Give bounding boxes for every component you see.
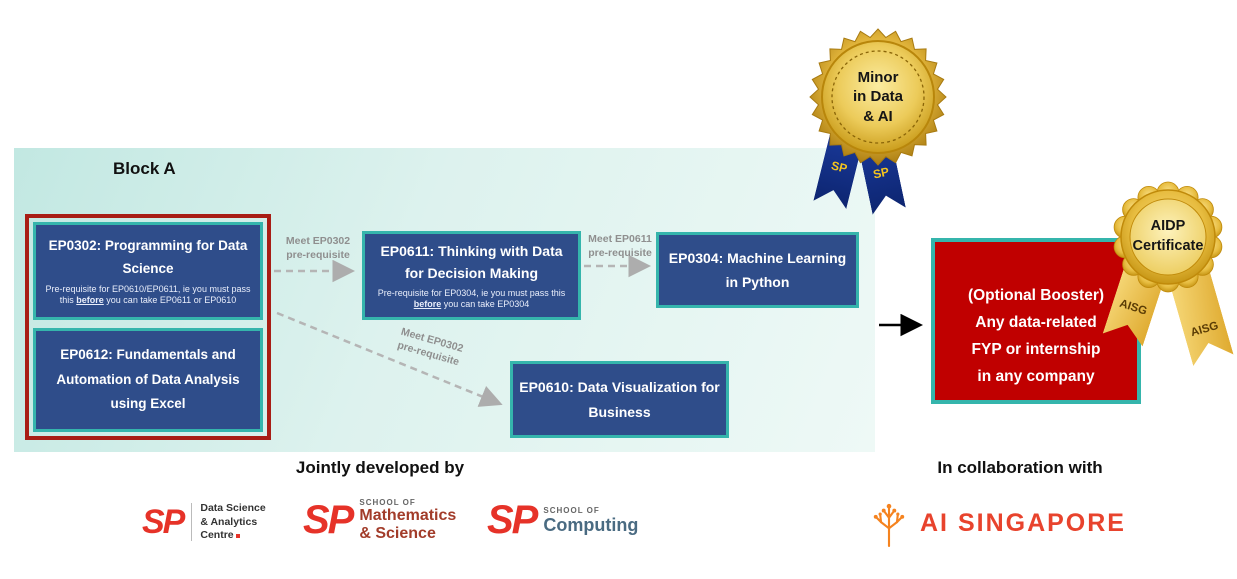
logo-divider — [191, 503, 193, 542]
collaboration-label: In collaboration with — [937, 458, 1103, 477]
sp-logo-mark: SP — [487, 498, 538, 542]
jointly-developed-label: Jointly developed by — [295, 458, 465, 477]
course-code: EP0304: — [668, 249, 724, 266]
school-of-label: SCHOOL OF — [543, 505, 600, 515]
arrow-label-ep0611-prereq: Meet EP0611 pre-requisite — [588, 233, 652, 259]
minor-medal-icon — [809, 28, 947, 166]
course-code: EP0302: — [48, 237, 102, 253]
sp-logo-mark: SP — [303, 498, 354, 543]
aidp-inner — [1129, 198, 1207, 276]
core-modules-group — [25, 214, 271, 440]
sp-logo-mark: SP — [142, 502, 185, 541]
course-box-ep0610: EP0610: Data Visualization for Business — [510, 361, 729, 438]
course-title: EP0611: Thinking with Data for Decision … — [380, 242, 563, 282]
course-title: EP0302: Programming for Data Science — [48, 237, 248, 276]
sp-computing-logo: SP SCHOOL OF Computing — [487, 498, 639, 542]
course-code: EP0611: — [380, 242, 435, 259]
arrow-label-ep0302-prereq: Meet EP0302 pre-requisite — [285, 235, 351, 261]
sp-maths-logo: SP SCHOOL OF Mathematics & Science — [303, 498, 457, 543]
course-box-ep0611: EP0611: Thinking with Data for Decision … — [362, 231, 581, 320]
course-code: EP0610: — [519, 379, 574, 395]
medal-inner-ring — [831, 50, 925, 144]
aisg-tree-icon — [873, 503, 905, 548]
sp-dsac-text: Data Science & Analytics Centre — [200, 502, 266, 542]
centre-dot — [235, 534, 240, 539]
aisg-wordmark: AI SINGAPORE — [920, 508, 1126, 537]
course-box-ep0304: EP0304: Machine Learning in Python — [656, 232, 859, 308]
medal-face — [821, 40, 935, 154]
course-note: Pre-requisite for EP0610/EP0611, ie you … — [45, 283, 251, 306]
minor-medal-label: Minor in Data & AI — [852, 68, 903, 125]
ai-singapore-logo: AI SINGAPORE — [866, 496, 1126, 550]
aidp-badge-label: AIDP Certificate — [1132, 218, 1204, 254]
course-title: EP0304: Machine Learning in Python — [668, 249, 847, 291]
course-box-ep0612: EP0612: Fundamentals and Automation of D… — [33, 328, 263, 432]
course-title: EP0612: Fundamentals and Automation of D… — [56, 346, 240, 412]
sp-dsac-logo: SP Data Science & Analytics Centre — [142, 502, 266, 543]
course-code: EP0612: — [60, 346, 113, 362]
course-box-ep0302: EP0302: Programming for Data Science Pre… — [33, 222, 263, 320]
course-title: EP0610: Data Visualization for Business — [519, 379, 720, 420]
school-of-label: SCHOOL OF — [359, 498, 416, 507]
block-a-label: Block A — [113, 159, 176, 178]
aidp-badge-icon — [1113, 181, 1223, 293]
course-note: Pre-requisite for EP0304, ie you must pa… — [377, 287, 566, 310]
